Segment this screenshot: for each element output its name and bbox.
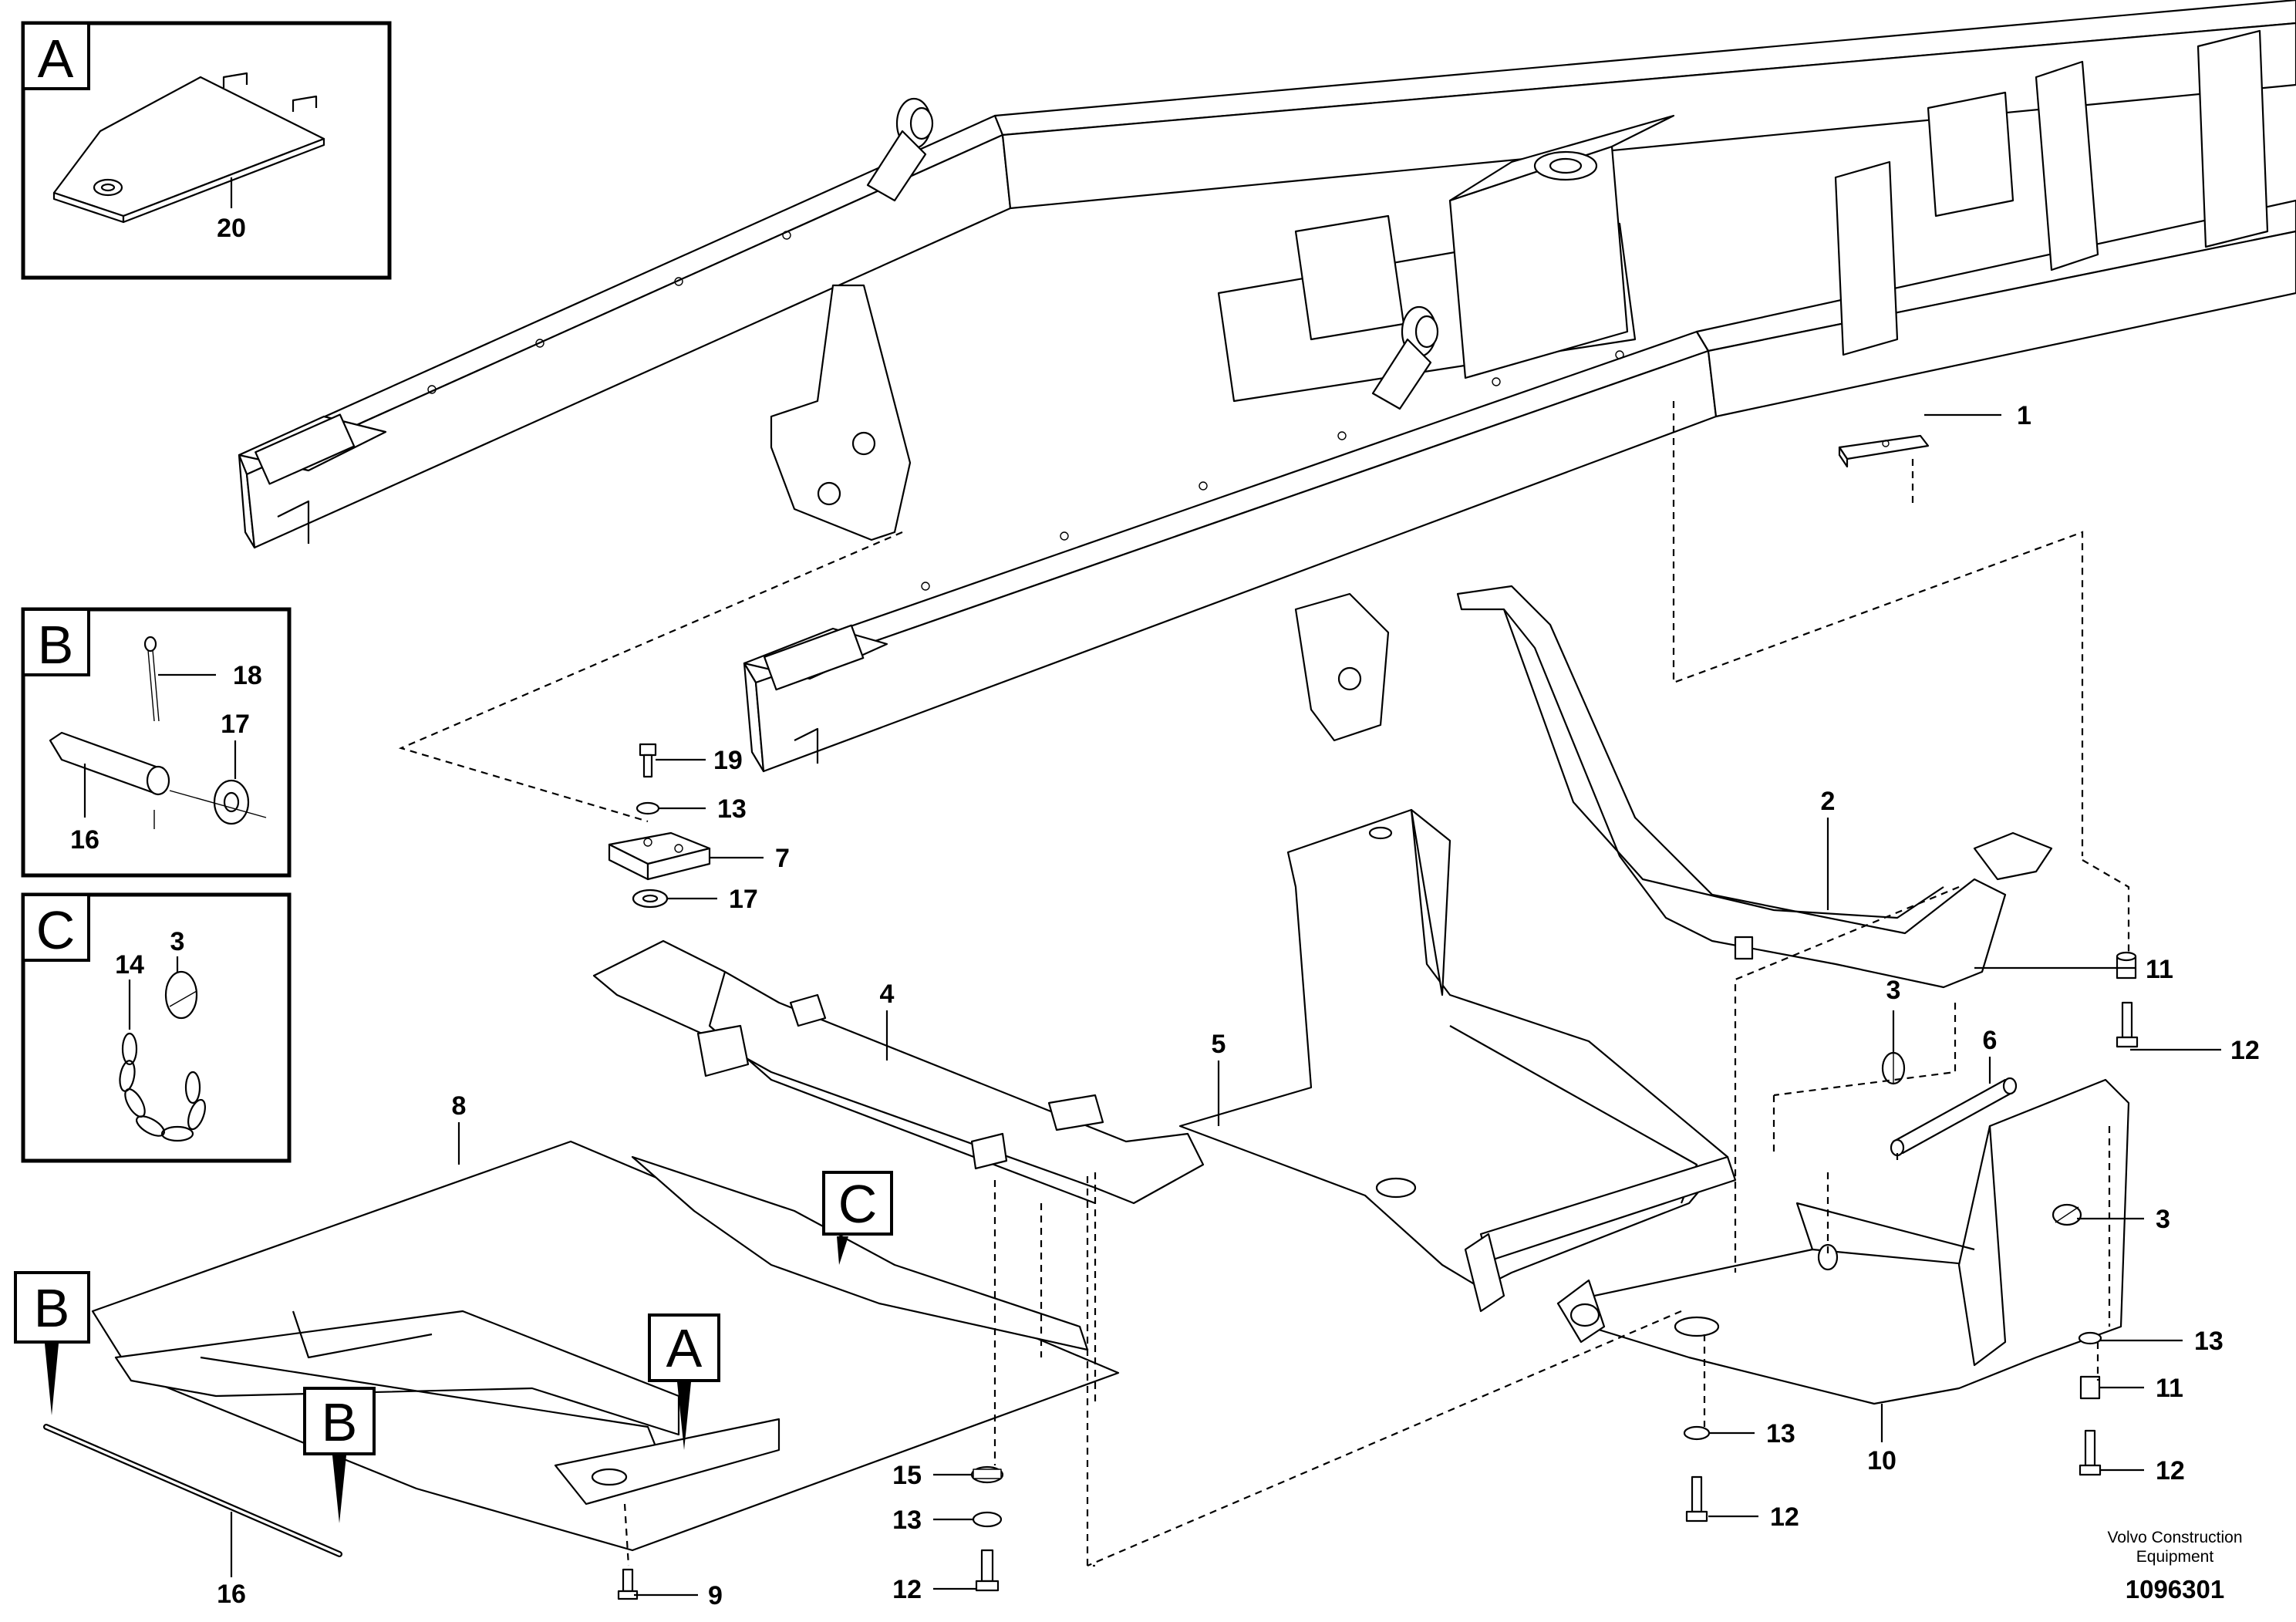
part-2-support-bracket [1456,585,2053,989]
callout-16: 16 [217,1580,246,1609]
lynch-pins [1881,1051,2082,1226]
callout-11-upper: 11 [2146,955,2173,984]
callout-15: 15 [892,1461,922,1490]
company-name-line1: Volvo Construction [2107,1529,2242,1546]
callout-10: 10 [1867,1446,1896,1475]
inset-a-letter: A [38,29,74,89]
callout-2: 2 [1821,787,1836,816]
callout-1: 1 [2017,401,2031,430]
callout-5: 5 [1212,1030,1226,1059]
part-19-bolt [639,743,657,778]
callout-19: 19 [713,746,743,775]
frame-assembly [238,0,2296,773]
callout-numbers: 1 2 3 3 4 5 6 7 8 9 10 11 11 12 12 12 12… [217,401,2260,1610]
inset-c-part-3: 3 [170,927,185,956]
view-marker-a: A [648,1313,720,1450]
leader-lines [230,413,2221,1597]
part-17-washer-top [632,889,669,909]
callout-11-lower: 11 [2156,1374,2183,1403]
view-marker-a-letter: A [666,1318,703,1378]
part-7-pad [608,831,711,881]
inset-c-letter: C [36,900,76,960]
callout-4: 4 [880,980,895,1009]
callout-9: 9 [708,1581,723,1610]
callout-12-right-lower: 12 [2156,1456,2185,1485]
inset-c-part-14: 14 [115,950,144,980]
callout-3-upper: 3 [1886,976,1901,1005]
document-number: 1096301 [2126,1575,2224,1603]
callout-12-mid: 12 [1770,1502,1799,1532]
view-marker-b-mid-letter: B [322,1392,358,1452]
part-4-cross-beam [592,939,1205,1205]
fastener-stack-right-top [2116,951,2139,1048]
callout-13-mid: 13 [1766,1419,1795,1448]
callout-13-center: 13 [892,1506,922,1535]
inset-c: C 14 3 [21,892,292,1163]
part-5-guard-plate [1178,808,1737,1313]
inset-b-letter: B [38,615,74,675]
view-marker-b-mid: B [303,1387,376,1523]
callout-12-right-upper: 12 [2230,1036,2260,1065]
callout-3-lower: 3 [2156,1205,2170,1234]
callout-13-right: 13 [2194,1327,2224,1356]
callout-8: 8 [452,1091,467,1121]
part-13-washer-top [636,801,660,815]
reference-lines [398,401,2130,1567]
part-16-rod [43,1424,342,1557]
view-marker-c-letter: C [838,1174,878,1234]
callout-17: 17 [729,885,758,914]
fastener-stack-center [970,1465,1004,1592]
part-8-bottom-guard [91,1140,1120,1552]
footer: Volvo Construction Equipment 1096301 [2107,1529,2242,1603]
fastener-stack-right-bottom [2078,1331,2102,1476]
view-marker-c: C [822,1171,893,1265]
part-10-guard-plate [1556,1078,2130,1405]
view-marker-b-left-letter: B [34,1278,70,1338]
inset-a: A 20 [21,21,392,280]
inset-a-part-20: 20 [217,214,246,243]
callout-6: 6 [1983,1026,1998,1055]
callout-7: 7 [775,844,790,873]
inset-b-part-18: 18 [233,661,262,690]
inset-b-part-17: 17 [221,710,250,739]
part-6-pin [1890,1077,2018,1157]
company-name-line2: Equipment [2136,1548,2214,1566]
callout-13-top: 13 [717,794,747,824]
callout-12-center: 12 [892,1575,922,1604]
inset-b: B 18 17 16 [21,607,292,878]
part-1-spacer-bar [1838,434,1930,468]
view-marker-b-left: B [14,1271,90,1415]
fastener-stack-mid-bottom [1683,1425,1711,1523]
inset-b-part-16: 16 [70,825,99,855]
